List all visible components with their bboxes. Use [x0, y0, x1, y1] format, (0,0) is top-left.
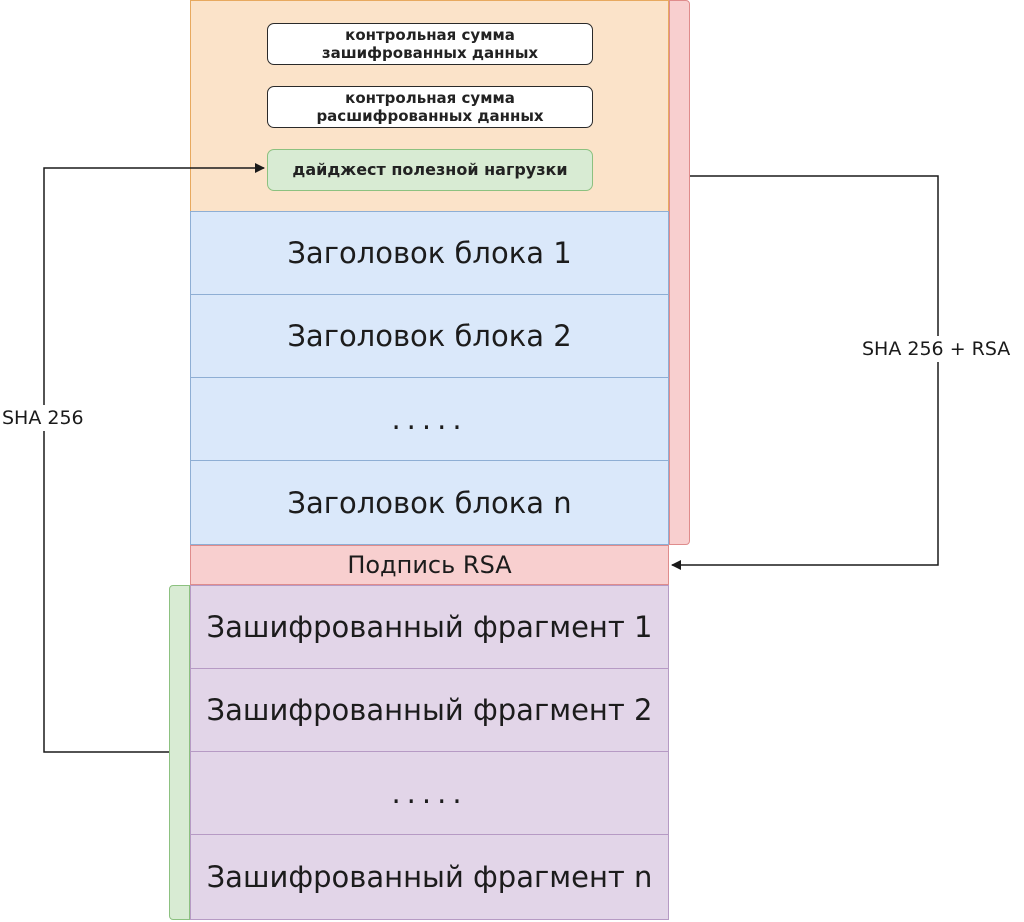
- encrypted-fragment-row: Зашифрованный фрагмент 2: [190, 668, 669, 752]
- block-header-ellipsis: .....: [391, 402, 468, 436]
- hashed-region-bar: [169, 585, 190, 920]
- encrypted-fragment-row: Зашифрованный фрагмент 1: [190, 585, 669, 669]
- encrypted-fragment-label: Зашифрованный фрагмент 1: [206, 610, 653, 644]
- encrypted-fragment-row: .....: [190, 751, 669, 835]
- block-header-label: Заголовок блока 2: [287, 319, 572, 353]
- checksum-decrypted-box: контрольная сумма расшифрованных данных: [267, 86, 593, 128]
- sha256-rsa-connector: [671, 175, 939, 570]
- checksum-encrypted-line-2: зашифрованных данных: [321, 44, 539, 62]
- sha256-rsa-label: SHA 256 + RSA: [862, 336, 1011, 362]
- block-header-label: Заголовок блока n: [287, 485, 572, 520]
- signed-region-bar: [669, 0, 690, 545]
- rsa-signature-label: Подпись RSA: [347, 551, 512, 579]
- encrypted-fragment-label: Зашифрованный фрагмент n: [206, 860, 653, 894]
- payload-digest-box: дайджест полезной нагрузки: [267, 149, 593, 191]
- sha256-connector: [43, 163, 265, 753]
- payload-digest-label: дайджест полезной нагрузки: [292, 160, 568, 179]
- encrypted-fragment-label: Зашифрованный фрагмент 2: [206, 693, 653, 727]
- rsa-signature: Подпись RSA: [190, 545, 669, 585]
- checksum-decrypted-line-1: контрольная сумма: [345, 89, 515, 107]
- encrypted-fragment-ellipsis: .....: [391, 776, 468, 810]
- sha256-label: SHA 256: [2, 405, 84, 431]
- encrypted-fragment-row: Зашифрованный фрагмент n: [190, 834, 669, 920]
- block-header-label: Заголовок блока 1: [287, 236, 572, 270]
- block-header-row: Заголовок блока n: [190, 460, 669, 545]
- checksum-decrypted-line-2: расшифрованных данных: [316, 107, 544, 125]
- block-header-row: Заголовок блока 2: [190, 294, 669, 378]
- block-header-row: Заголовок блока 1: [190, 211, 669, 295]
- checksum-encrypted-box: контрольная сумма зашифрованных данных: [267, 23, 593, 65]
- checksum-encrypted-line-1: контрольная сумма: [345, 26, 515, 44]
